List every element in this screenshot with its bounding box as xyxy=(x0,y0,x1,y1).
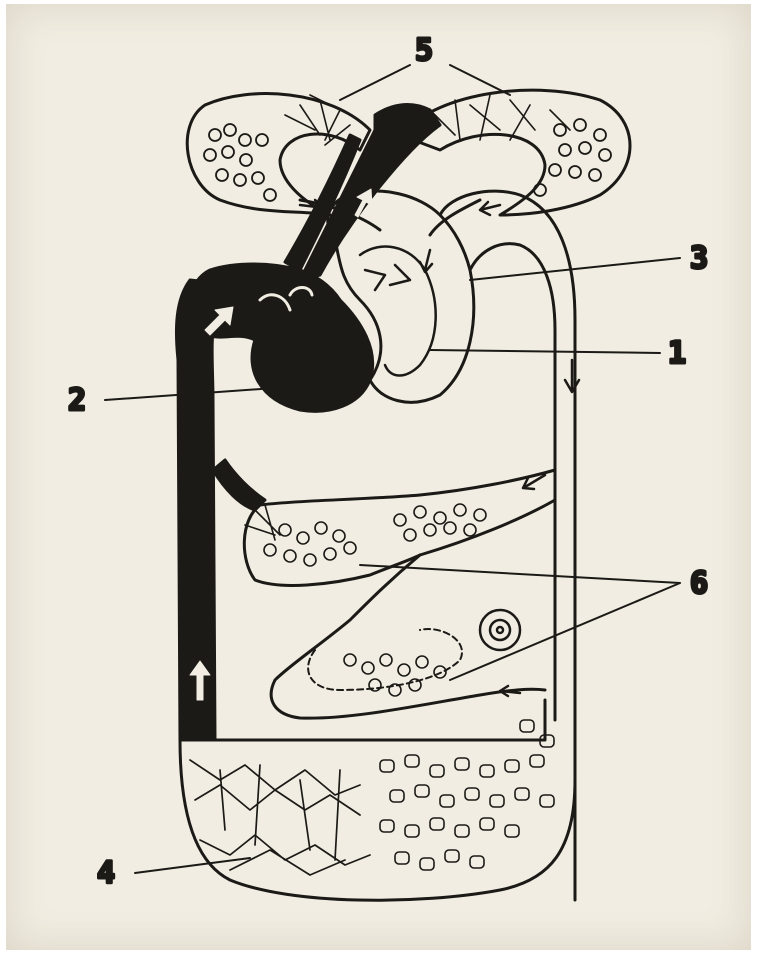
lower-body-cells xyxy=(380,720,554,870)
abdominal-organs xyxy=(244,470,555,718)
label-5: 5 xyxy=(415,33,433,68)
label-6: 6 xyxy=(690,566,708,601)
leader-1 xyxy=(430,350,660,353)
lower-body-tissue xyxy=(180,700,575,900)
right-lung-loop xyxy=(400,90,630,215)
leader-4 xyxy=(135,858,250,873)
label-2: 2 xyxy=(68,383,86,418)
label-4: 4 xyxy=(97,856,115,891)
label-1: 1 xyxy=(668,336,686,371)
hepatic-vein-branch xyxy=(213,460,265,510)
label-3: 3 xyxy=(690,241,708,276)
intestine-cross-section xyxy=(480,610,520,650)
heart xyxy=(189,191,575,480)
intestine-inner xyxy=(308,629,462,690)
arrow-into-left-atrium xyxy=(420,250,432,272)
heart-valve-left xyxy=(365,265,410,290)
leader-6 xyxy=(360,565,680,680)
lower-body-capillary-network xyxy=(190,760,370,875)
organ-cells xyxy=(264,504,486,696)
arrow-pulmonary-vein-right xyxy=(480,202,500,215)
leader-3 xyxy=(470,258,680,280)
arrow-aorta-down xyxy=(565,360,579,392)
organ-capillaries xyxy=(245,505,280,540)
descending-aorta xyxy=(555,470,575,900)
aortic-arch xyxy=(440,191,575,480)
